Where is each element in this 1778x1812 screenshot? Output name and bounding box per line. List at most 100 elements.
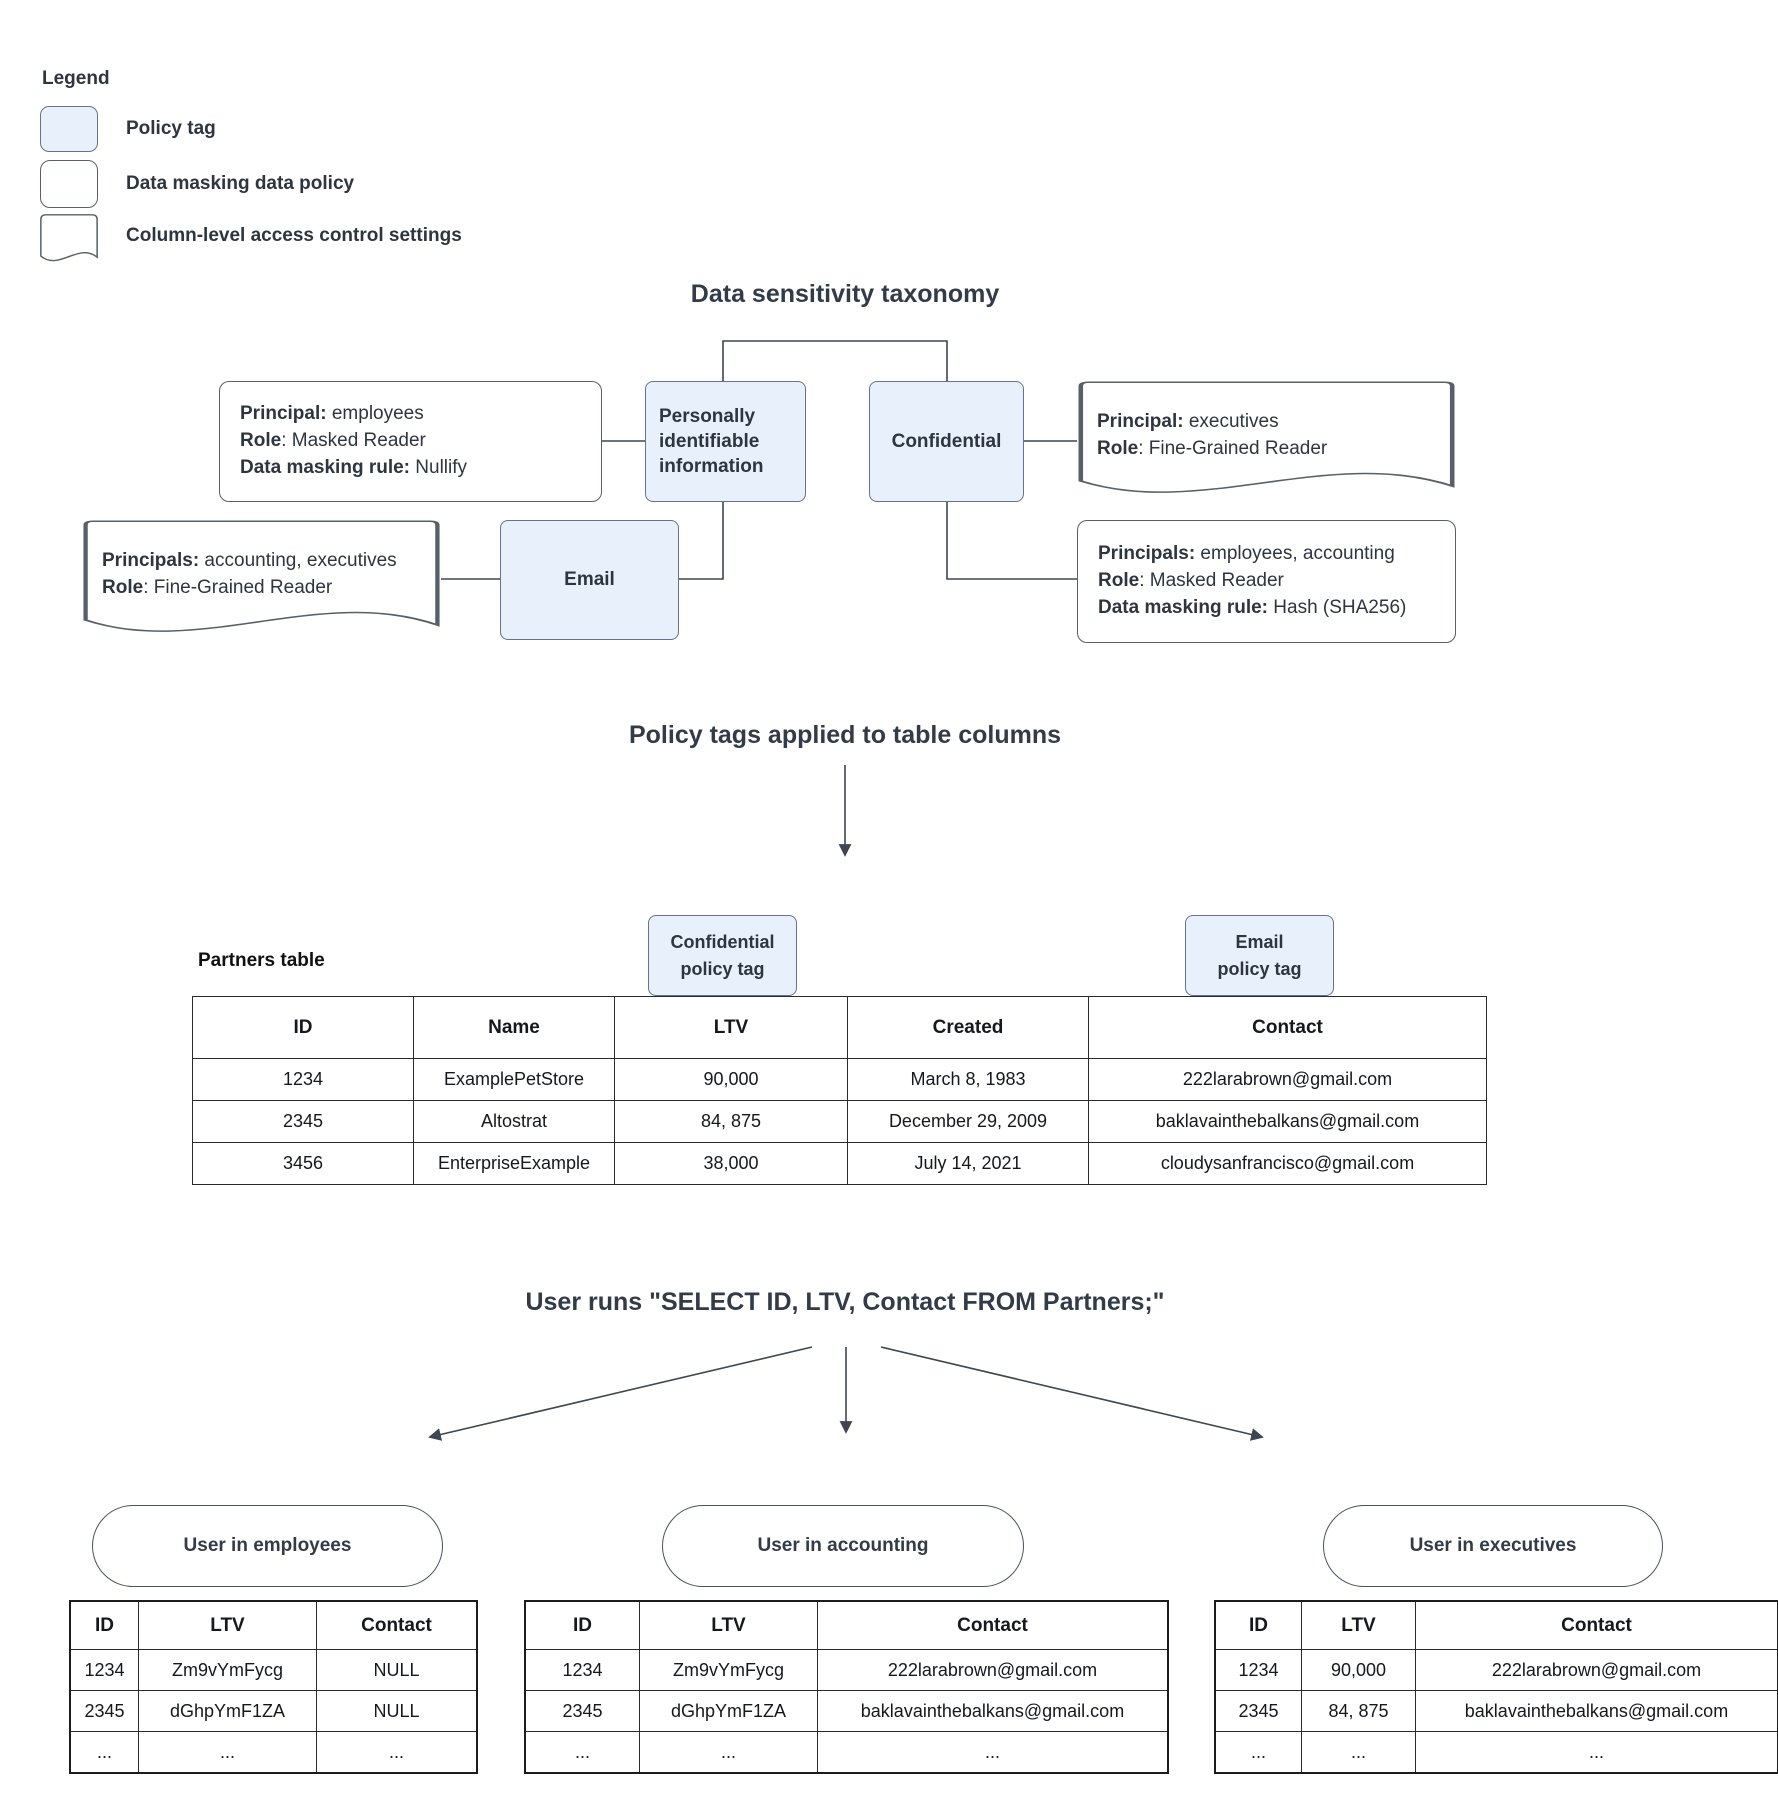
table-cell: 2345 [192,1100,414,1143]
table-cell: March 8, 1983 [847,1058,1089,1101]
table-cell: baklavainthebalkans@gmail.com [1088,1100,1487,1143]
column-header: Contact [817,1600,1169,1650]
policy-tag-pii-label: Personally identifiable information [659,405,764,478]
box-text-line: Principal: employees [240,403,424,425]
column-header: LTV [1301,1600,1416,1650]
table-cell: ... [1415,1731,1778,1774]
table-cell: Altostrat [413,1100,615,1143]
table-cell: ... [817,1731,1169,1774]
user-executives-oval: User in executives [1323,1505,1663,1587]
query-heading: User runs "SELECT ID, LTV, Contact FROM … [525,1288,1165,1316]
table-row: ......... [69,1731,478,1774]
table-cell: 222larabrown@gmail.com [1088,1058,1487,1101]
policy-tag-email: Email [500,520,679,640]
table-cell: Zm9vYmFycg [639,1649,818,1691]
box-text-line: Data masking rule: Nullify [240,456,468,478]
column-header: Contact [1088,996,1487,1059]
user-accounting-oval: User in accounting [662,1505,1024,1587]
column-header: LTV [138,1600,317,1650]
column-header: ID [192,996,414,1059]
column-header: ID [69,1600,139,1650]
table-cell: ExamplePetStore [413,1058,615,1101]
box-text-line: Role: Fine-Grained Reader [102,576,333,598]
table-cell: 38,000 [614,1142,848,1185]
table-cell: dGhpYmF1ZA [138,1690,317,1732]
legend-item-label: Data masking data policy [126,173,355,194]
legend-policy-tag-swatch [40,106,98,152]
policy-tag-email-label: Email [564,569,615,591]
legend-item-label: Policy tag [126,118,216,139]
table-cell: Zm9vYmFycg [138,1649,317,1691]
table-cell: 90,000 [1301,1649,1416,1691]
legend-title: Legend [42,68,110,89]
table-cell: ... [69,1731,139,1774]
table-row: ......... [524,1731,1169,1774]
table-cell: 222larabrown@gmail.com [1415,1649,1778,1691]
box-text-line: Principal: executives [1097,410,1279,432]
table-cell: cloudysanfrancisco@gmail.com [1088,1142,1487,1185]
email-policy-tag-callout: Email policy tag [1185,915,1334,996]
box-text-line: Role: Fine-Grained Reader [1097,437,1328,459]
box-text-line: Principals: accounting, executives [102,549,397,571]
partners-table-label: Partners table [198,950,325,971]
user-employees-label: User in employees [183,1535,352,1556]
table-cell: NULL [316,1649,478,1691]
table-cell: 3456 [192,1142,414,1185]
confidential-policy-tag-callout: Confidential policy tag [648,915,797,996]
table-cell: December 29, 2009 [847,1100,1089,1143]
box-text-line: Principals: employees, accounting [1098,543,1395,565]
policy-tag-confidential: Confidential [869,381,1024,502]
box-text-line: Role: Masked Reader [1098,570,1284,592]
table-cell: ... [639,1731,818,1774]
table-cell: ... [138,1731,317,1774]
table-cell: NULL [316,1690,478,1732]
table-cell: 2345 [69,1690,139,1732]
table-cell: ... [316,1731,478,1774]
table-cell: ... [524,1731,640,1774]
policy-tag-pii: Personally identifiable information [645,381,806,502]
table-cell: 84, 875 [614,1100,848,1143]
column-header: Contact [316,1600,478,1650]
email-policy-tag-callout-label: Email policy tag [1217,932,1302,979]
legend-item-label: Column-level access control settings [126,225,462,246]
user-employees-oval: User in employees [92,1505,443,1587]
table-cell: EnterpriseExample [413,1142,615,1185]
table-cell: baklavainthebalkans@gmail.com [817,1690,1169,1732]
legend-data-policy-swatch [40,160,98,208]
table-cell: 2345 [1214,1690,1302,1732]
table-cell: ... [1214,1731,1302,1774]
column-header: ID [524,1600,640,1650]
column-header: ID [1214,1600,1302,1650]
table-cell: 1234 [192,1058,414,1101]
table-row: ......... [1214,1731,1778,1774]
table-cell: 222larabrown@gmail.com [817,1649,1169,1691]
table-cell: 84, 875 [1301,1690,1416,1732]
column-header: LTV [614,996,848,1059]
table-cell: 2345 [524,1690,640,1732]
user-executives-label: User in executives [1409,1535,1577,1556]
table-cell: ... [1301,1731,1416,1774]
legend-access-control-swatch [40,214,98,268]
column-header: LTV [639,1600,818,1650]
taxonomy-title: Data sensitivity taxonomy [690,280,1000,308]
user-accounting-label: User in accounting [757,1535,929,1556]
